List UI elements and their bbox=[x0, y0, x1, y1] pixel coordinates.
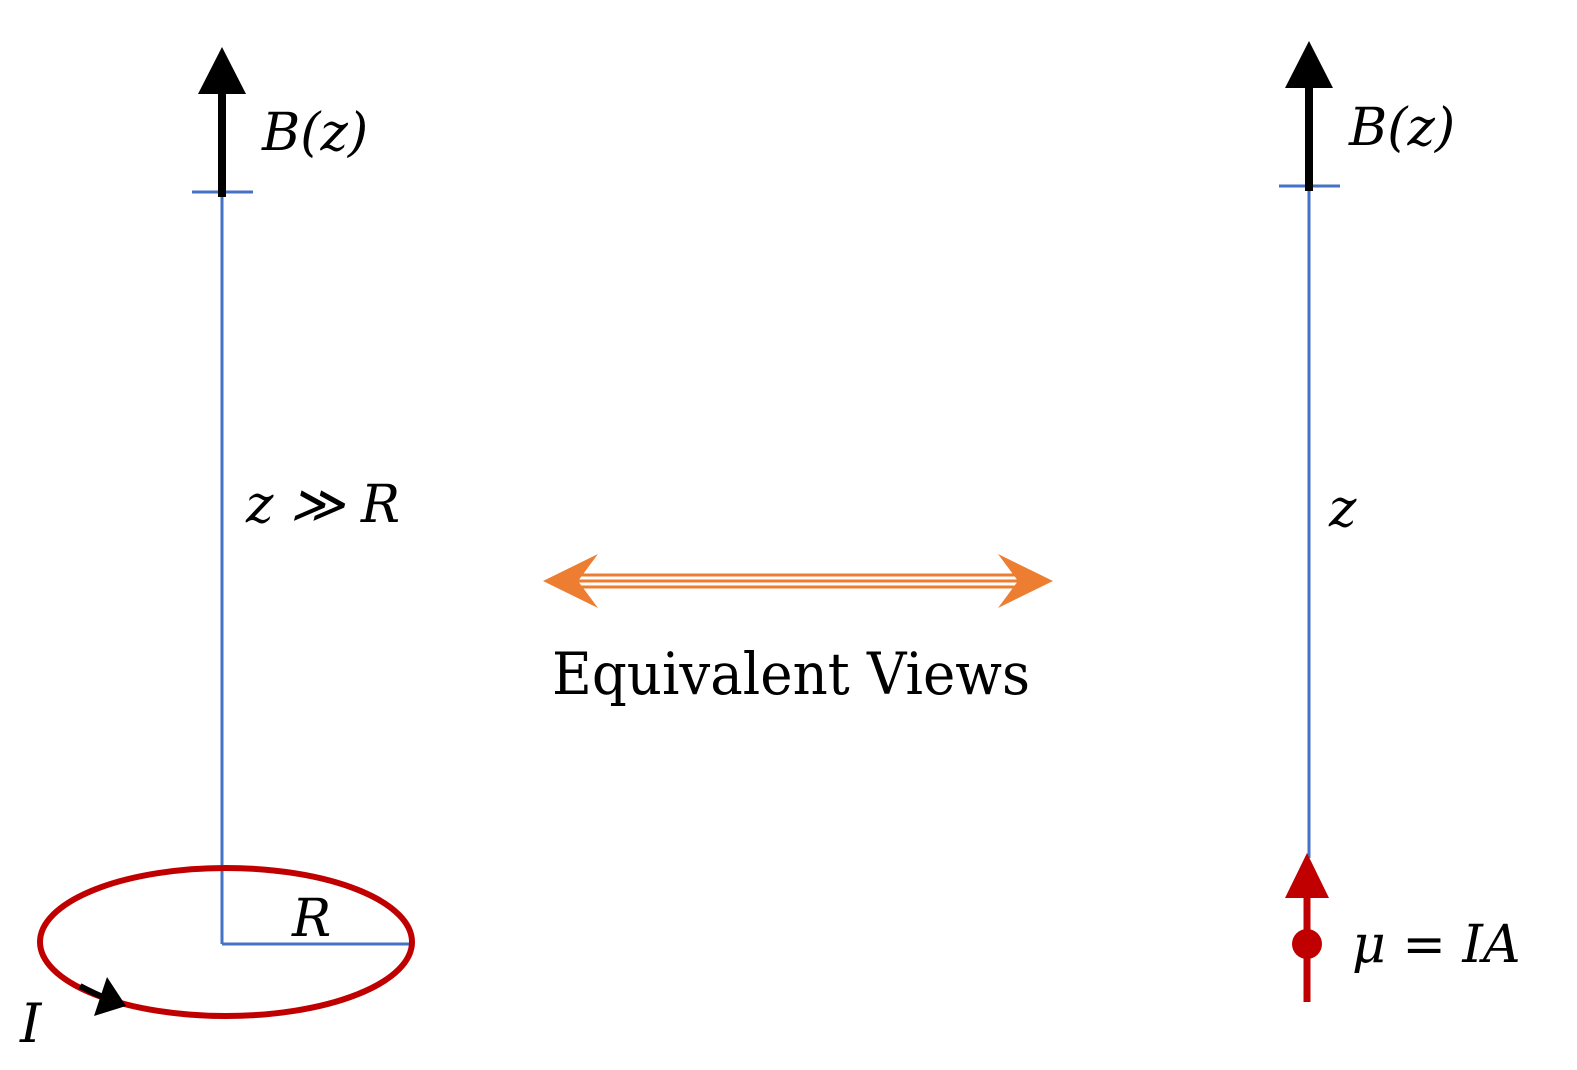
dipole-label: μ = IA bbox=[1352, 915, 1521, 975]
equivalence-caption: Equivalent Views bbox=[552, 640, 1030, 708]
dipole-arrow-head bbox=[1285, 853, 1329, 898]
right-field-label: B(z) bbox=[1348, 98, 1455, 158]
right-distance-label: z bbox=[1328, 479, 1357, 539]
current-label: I bbox=[19, 992, 43, 1055]
left-field-label: B(z) bbox=[261, 103, 368, 163]
left-panel: B(z) z ≫ R R I bbox=[19, 47, 415, 1055]
right-panel: B(z) z μ = IA bbox=[1279, 41, 1521, 1002]
left-field-arrow-head bbox=[198, 47, 246, 94]
equivalence-arrow bbox=[543, 554, 1053, 608]
equivalence-arrow-head-right bbox=[998, 554, 1053, 608]
current-loop bbox=[37, 865, 415, 1019]
dipole-center-dot bbox=[1292, 929, 1322, 959]
right-field-arrow-head bbox=[1285, 41, 1333, 88]
radius-label: R bbox=[291, 889, 331, 949]
equivalence-arrow-head-left bbox=[543, 554, 598, 608]
current-arrow-head bbox=[94, 977, 126, 1016]
left-distance-label: z ≫ R bbox=[245, 475, 400, 535]
